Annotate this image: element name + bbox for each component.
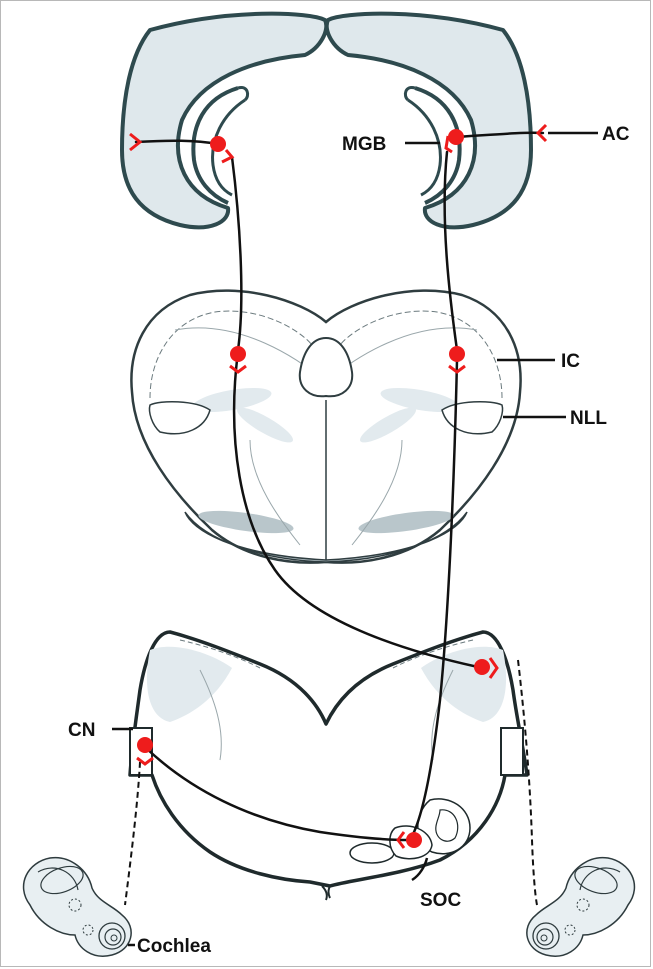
soc-label: SOC (420, 890, 461, 911)
right-mgb-neuron (448, 129, 464, 145)
left-cortex (122, 14, 326, 228)
ic-label: IC (561, 351, 580, 372)
left-mgb-neuron (210, 136, 226, 152)
cochlea-label: Cochlea (137, 936, 211, 957)
brainstem-section (130, 632, 527, 900)
left-mgb-synapse-icon (222, 150, 232, 162)
left-ic-neuron (230, 346, 246, 362)
soc-neuron (406, 832, 422, 848)
cn-label: CN (68, 720, 95, 741)
right-cochlea (527, 858, 635, 957)
right-ic-neuron (449, 346, 465, 362)
right-cn-neuron (474, 659, 490, 675)
left-cn-neuron (137, 737, 153, 753)
ac-label: AC (602, 124, 630, 145)
nll-label: NLL (570, 408, 607, 429)
right-cortex (327, 14, 531, 228)
left-cochlea (24, 858, 132, 957)
midbrain-section (131, 291, 520, 563)
mgb-label: MGB (342, 134, 386, 155)
